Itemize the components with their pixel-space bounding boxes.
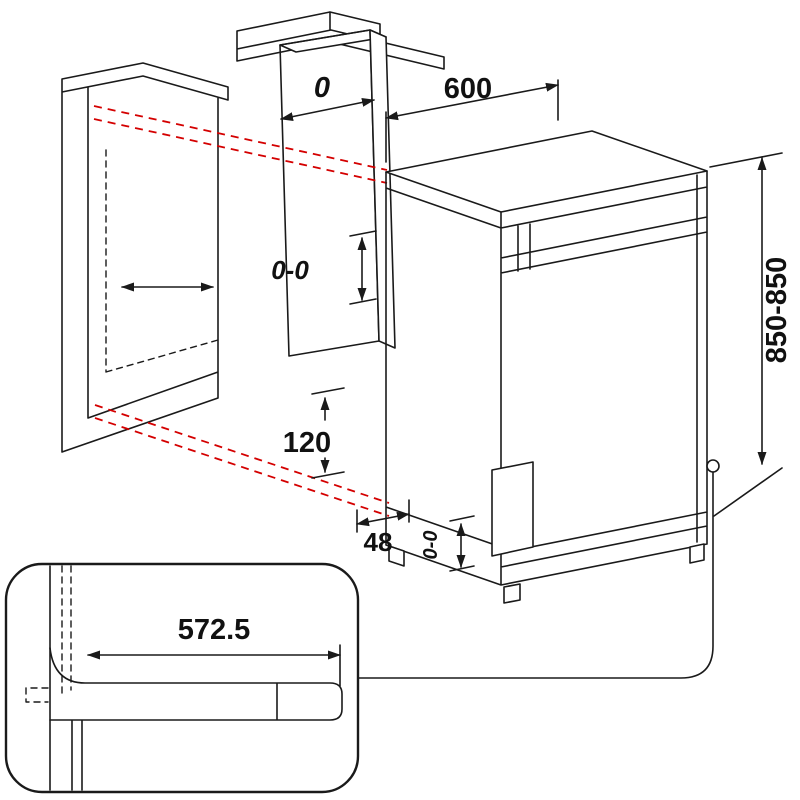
cabinet xyxy=(61,62,229,453)
dim-bottom-gap: 0-0 xyxy=(420,515,475,572)
alignment-line-top xyxy=(93,105,388,184)
dim-height-extensions xyxy=(709,152,783,517)
cabinet-hidden-lines xyxy=(105,149,219,373)
alignment-lines xyxy=(93,105,390,517)
dim-side-gap-label: 0-0 xyxy=(271,255,309,285)
dimensions: 600 0 0-0 850-850 120 48 xyxy=(121,72,793,572)
dim-foot-inset-label: 48 xyxy=(364,527,393,557)
dim-top-gap: 0 xyxy=(280,72,375,122)
detail-worktop-profile xyxy=(49,644,343,791)
leader-line xyxy=(357,471,714,679)
dim-top-gap-label: 0 xyxy=(314,72,330,104)
dishwasher-plinth xyxy=(491,461,534,557)
dim-width-line xyxy=(385,82,559,121)
dishwasher xyxy=(385,130,720,604)
dim-side-gap-ticks xyxy=(349,230,377,305)
detail-hidden-lines xyxy=(25,565,72,703)
cabinet-outline xyxy=(61,62,229,453)
dim-lower-clearance-label: 120 xyxy=(283,427,331,459)
dim-height: 850-850 xyxy=(709,152,793,517)
detail-inset-frame xyxy=(4,562,360,794)
dim-detail-depth-label: 572.5 xyxy=(178,614,251,646)
leveling-point-marker xyxy=(706,459,720,473)
dim-side-gap: 0-0 xyxy=(121,230,377,305)
dishwasher-top-face xyxy=(385,130,708,213)
dim-lower-clearance-ticks xyxy=(311,387,345,479)
dim-width: 600 xyxy=(385,73,559,163)
side-panel xyxy=(279,29,396,357)
side-panel-side-face xyxy=(369,29,396,349)
alignment-line-bottom xyxy=(94,404,390,517)
dim-height-label: 850-850 xyxy=(761,257,793,363)
dishwasher-body xyxy=(385,170,708,586)
dim-foot-inset-extensions xyxy=(356,499,410,533)
dim-foot-inset: 48 xyxy=(356,499,410,557)
dim-foot-inset-line xyxy=(356,511,410,527)
dim-width-label: 600 xyxy=(444,73,492,105)
dim-lower-clearance: 120 xyxy=(283,387,345,479)
dishwasher-feet xyxy=(388,543,705,604)
dim-top-gap-line xyxy=(280,97,375,122)
detail-inset: 572.5 xyxy=(4,562,360,794)
dim-bottom-gap-label: 0-0 xyxy=(420,531,442,560)
dim-bottom-gap-ticks xyxy=(449,515,475,572)
